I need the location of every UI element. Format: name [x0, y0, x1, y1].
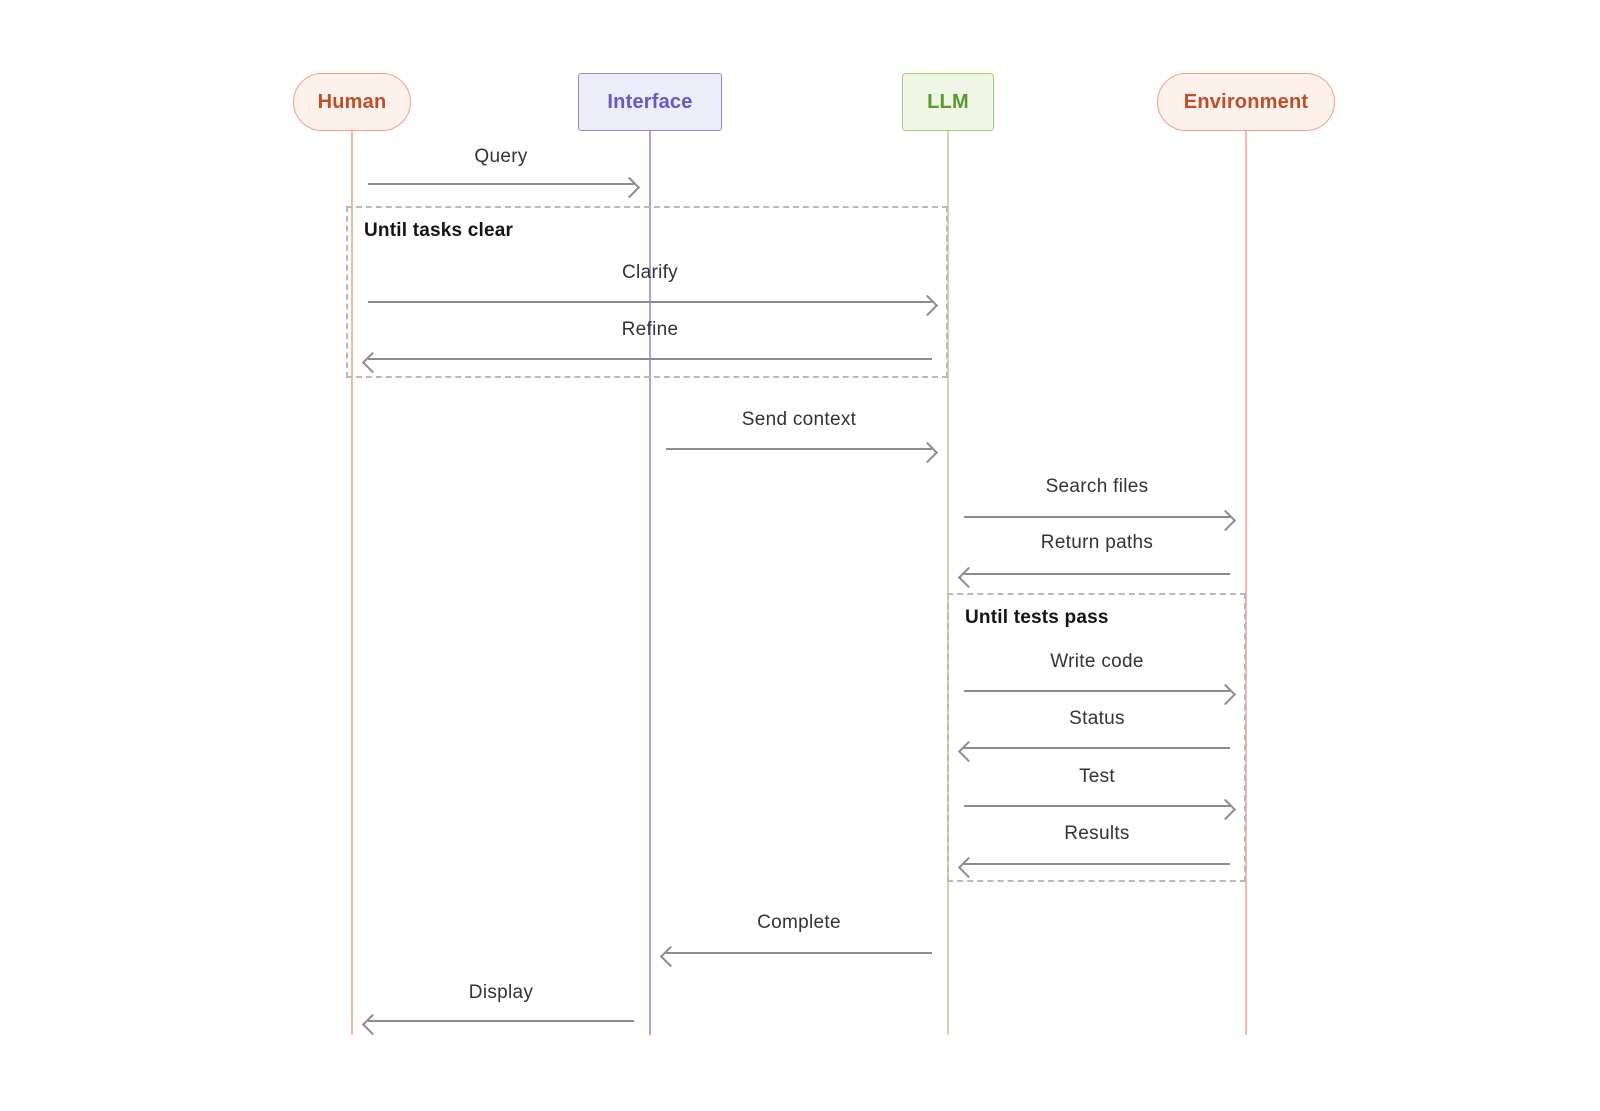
loop-label-until-tests-pass: Until tests pass — [965, 607, 1109, 628]
message-label-status: Status — [1069, 708, 1125, 729]
message-label-return-paths: Return paths — [1040, 532, 1154, 553]
message-arrow-complete — [666, 952, 932, 954]
message-arrow-query — [368, 183, 634, 185]
message-label-query: Query — [474, 146, 528, 167]
message-label-refine: Refine — [621, 319, 679, 340]
lifeline-interface — [649, 131, 651, 1035]
message-label-results: Results — [1064, 823, 1130, 844]
actor-environment-label: Environment — [1183, 90, 1309, 113]
loop-box-until-tests-pass: Until tests pass — [947, 593, 1246, 882]
message-label-complete: Complete — [757, 912, 841, 933]
message-arrow-send-context — [666, 448, 932, 450]
message-arrow-results — [964, 863, 1230, 865]
actor-human-label: Human — [317, 90, 387, 113]
actor-interface: Interface — [578, 73, 722, 131]
actor-environment: Environment — [1157, 73, 1335, 131]
message-arrow-clarify — [368, 301, 932, 303]
message-arrow-refine — [368, 358, 932, 360]
message-arrow-search-files — [964, 516, 1230, 518]
message-arrow-status — [964, 747, 1230, 749]
message-arrow-test — [964, 805, 1230, 807]
lifeline-llm — [947, 131, 949, 1035]
message-arrow-return-paths — [964, 573, 1230, 575]
message-label-test: Test — [1078, 766, 1116, 787]
actor-interface-label: Interface — [607, 90, 693, 113]
actor-llm-label: LLM — [927, 90, 969, 113]
message-label-write-code: Write code — [1050, 651, 1144, 672]
message-arrow-display — [368, 1020, 634, 1022]
message-label-clarify: Clarify — [622, 262, 678, 283]
actor-llm: LLM — [902, 73, 994, 131]
actor-human: Human — [293, 73, 411, 131]
lifeline-human — [351, 131, 353, 1035]
message-label-send-context: Send context — [741, 409, 857, 430]
loop-label-until-tasks-clear: Until tasks clear — [364, 220, 514, 241]
loop-box-until-tasks-clear: Until tasks clear — [346, 206, 948, 378]
lifeline-environment — [1245, 131, 1247, 1035]
message-label-display: Display — [468, 982, 534, 1003]
message-label-search-files: Search files — [1045, 476, 1149, 497]
message-arrow-write-code — [964, 690, 1230, 692]
